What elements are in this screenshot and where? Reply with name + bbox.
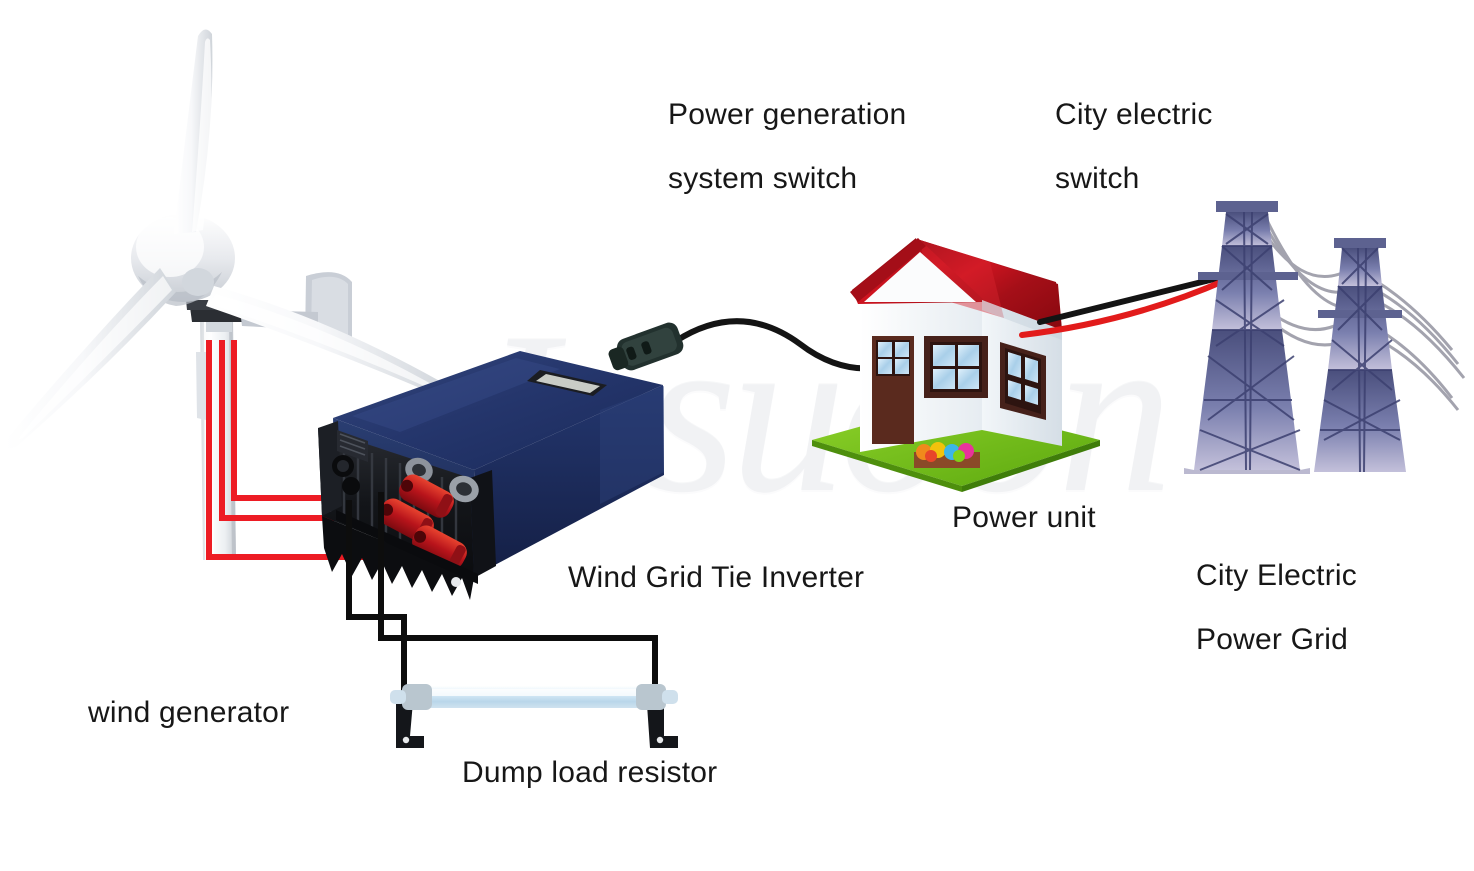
label-power-unit: Power unit	[952, 501, 1096, 534]
label-city-electric-power-grid-line2: Power Grid	[1196, 623, 1349, 656]
turbine-blades	[5, 29, 455, 449]
transmission-towers-graphic	[1184, 201, 1466, 474]
house-front-window	[924, 336, 988, 398]
transmission-tower-1	[1184, 201, 1310, 474]
label-power-generation-system-switch-line1: Power generation	[668, 98, 907, 131]
turbine-mast	[196, 318, 236, 560]
label-dump-load-resistor: Dump load resistor	[462, 756, 718, 789]
inverter-to-resistor-wires	[346, 492, 658, 700]
ac-plug-connector	[608, 322, 684, 371]
power-unit-house-graphic	[812, 238, 1100, 492]
inverter-lcd-display	[527, 370, 607, 396]
label-wind-grid-tie-inverter: Wind Grid Tie Inverter	[568, 561, 865, 594]
dump-load-resistor-graphic	[390, 684, 678, 748]
label-city-electric-power-grid-line1: City Electric	[1196, 559, 1357, 592]
house-flower-box	[914, 442, 980, 468]
label-city-electric-switch-line1: City electric	[1055, 98, 1213, 131]
house-side-window	[1000, 342, 1046, 420]
inverter-cable-glands	[405, 457, 479, 503]
inverter-red-terminals	[379, 474, 467, 569]
transmission-tower-2	[1314, 238, 1406, 473]
label-power-generation-system-switch-line2: system switch	[668, 162, 858, 195]
wind-grid-tie-inverter-graphic	[318, 351, 664, 600]
label-wind-generator: wind generator	[88, 696, 290, 729]
label-city-electric-switch-line2: switch	[1055, 162, 1140, 195]
house-door	[872, 336, 914, 444]
